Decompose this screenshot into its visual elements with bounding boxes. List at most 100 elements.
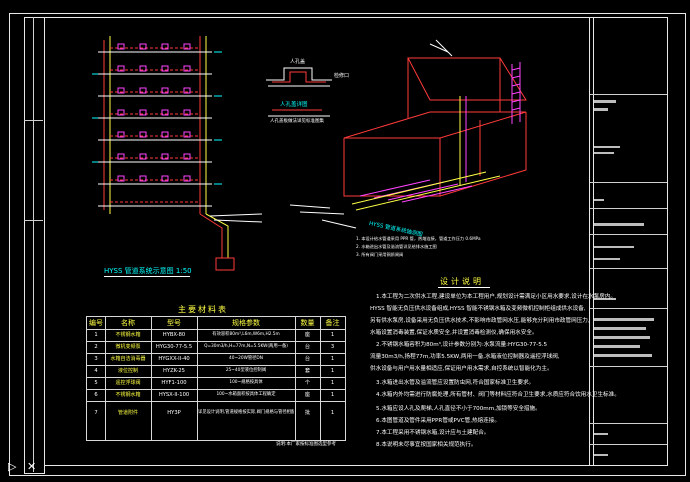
materials-table: 编号 名称 型号 规格参数 数量 备注 1 不锈钢水箱 HYBX-80 有效容积80m… — [86, 316, 346, 441]
materials-title: 主要材料表 — [178, 305, 228, 314]
title-block-bar — [594, 336, 650, 339]
note-line: 2.不锈钢水箱容积为80m³,设计参数分别为:水泵流量:HYG30-77-5.5 — [376, 342, 548, 348]
row-qty: 座 — [304, 332, 311, 338]
title-block-bar — [594, 152, 614, 154]
row-name: 水箱自洁消毒器 — [110, 356, 146, 362]
detail-subtitle: 人孔盖板做法详见标准图集 — [270, 119, 324, 124]
notes-body: 1.本工程为二次供水工程,建设单位为本工程用户,规划设计需满足小区用水要求,设计… — [370, 292, 620, 452]
origin-cross-icon: ✕ — [27, 460, 37, 473]
row-no: 7 — [94, 410, 98, 416]
row-qty: 台 — [304, 344, 311, 350]
note-line: 供水设备与用户用水量相适应,保证用户用水需求,自控系统以智能化为主。 — [370, 366, 553, 372]
row-qty: 个 — [304, 380, 311, 386]
col-header-note: 备注 — [325, 319, 340, 327]
row-qty: 批 — [304, 410, 311, 416]
note-line: 水箱设置消毒装置,保证水质安全,并设置消毒检测仪,确保用水安全。 — [370, 330, 538, 336]
row-spec: 100~规格按具体 — [229, 380, 263, 385]
col-header-name: 名称 — [121, 319, 135, 327]
note-line: 流量30m3/h,扬程77m,功率5.5KW,两用一备,水箱液位控制器及遥控浮球… — [370, 354, 560, 360]
title-block-bar — [594, 327, 646, 330]
binding-strip-tick — [24, 120, 43, 121]
insertion-arrow-icon: ▷ — [8, 460, 17, 473]
drawing-outer-border — [9, 13, 686, 476]
row-model: HYSX-II-100 — [158, 392, 190, 398]
riser-label-underline — [104, 276, 190, 277]
col-header-qty: 数量 — [300, 319, 315, 327]
row-spec: 有效容积80m³,L6m,W6m,H2.5m — [212, 332, 280, 337]
row-spec: Q=30m3/h,H=77m,N=5.5KW(两用一备) — [204, 344, 288, 349]
riser-diagram-label: HYSS 管道系统示意图 1:50 — [104, 267, 192, 275]
row-spec: 25~40型液位控制阀 — [225, 368, 267, 373]
row-model: HYGXX-II-40 — [158, 356, 190, 362]
row-model: HY3P — [167, 410, 181, 416]
iso-note: 1. 本设计给水管道采用 PPR 管，热熔连接，管道工作压力 0.6MPa — [356, 236, 481, 241]
row-no: 4 — [94, 368, 98, 374]
isometric-tank — [289, 39, 527, 229]
row-spec: 40~20W管径DN — [229, 356, 263, 361]
row-no: 2 — [94, 344, 98, 350]
title-block-bar — [594, 298, 616, 300]
title-block — [589, 17, 668, 466]
title-block-bar — [594, 246, 634, 248]
row-name: 不锈钢水箱 — [115, 332, 141, 338]
notes-title-underline — [438, 287, 490, 288]
row-note: 1 — [330, 332, 335, 338]
binding-strip-tick — [24, 220, 43, 221]
row-no: 6 — [94, 392, 98, 398]
title-block-bar — [594, 318, 654, 321]
row-no: 1 — [94, 332, 98, 338]
row-name: 液位控制 — [117, 368, 138, 374]
manhole-detail — [266, 67, 332, 117]
binding-strip-divider — [33, 17, 34, 472]
row-note: 1 — [330, 368, 335, 374]
note-line: 8.本说明未尽事宜按国家相关规范执行。 — [376, 442, 477, 448]
materials-footer: 说明:本厂家按标准图选型参考 — [276, 442, 337, 447]
title-block-bar — [594, 223, 644, 226]
title-block-bar — [594, 100, 616, 103]
title-block-bar — [594, 258, 620, 260]
iso-note: 3. 所有阀门采用铜质闸阀 — [356, 252, 404, 257]
row-note: 1 — [330, 380, 335, 386]
note-line: 7.本工程采用不锈钢水箱,设计应与土建配合。 — [376, 430, 490, 436]
detail-tag: 检修口 — [334, 73, 350, 79]
notes-title: 设计说明 — [440, 277, 484, 286]
note-line: 5.水箱应设人孔及爬梯,人孔直径不小于700mm,加锁等安全措施。 — [376, 406, 541, 412]
note-line: 6.本图管道及管件采用PPR管或PVC管,热熔连接。 — [376, 418, 500, 424]
row-model: HYG30-77-5.5 — [155, 344, 193, 350]
row-name: 微机变频泵 — [115, 344, 141, 350]
row-no: 3 — [94, 356, 98, 362]
row-note: 1 — [330, 410, 335, 416]
row-note: 3 — [330, 344, 335, 350]
title-block-bar — [594, 146, 620, 148]
col-header-no: 编号 — [89, 319, 103, 327]
row-model: HYZK-25 — [163, 368, 185, 374]
note-line: HYSS 智能无负压供水设备组成,HYSS 智能不锈钢水箱及变频微机控制柜组成供… — [370, 306, 586, 312]
row-note: 1 — [330, 392, 335, 398]
note-line: 3.水箱进出水管及溢流管应设置防虫网,符合国家标准卫生要求。 — [376, 380, 535, 386]
iso-note: 2. 水箱进出水管及溢流管详见给排水施工图 — [356, 244, 437, 249]
detail-tag: 人孔盖 — [290, 59, 306, 65]
title-block-bar — [594, 454, 608, 456]
detail-title: 人孔盖详图 — [280, 102, 308, 108]
title-block-bar — [594, 354, 652, 357]
col-header-model: 型号 — [167, 319, 181, 327]
note-line: 1.本工程为二次供水工程,建设单位为本工程用户,规划设计需满足小区用水要求,设计… — [376, 294, 617, 300]
title-block-bar — [594, 433, 608, 435]
row-model: HYBX-80 — [162, 332, 186, 338]
row-name: 管道附件 — [117, 410, 138, 416]
col-header-spec: 规格参数 — [232, 319, 260, 327]
row-note: 1 — [330, 356, 335, 362]
row-spec: 100~水箱面积按具体工程确定 — [216, 392, 276, 397]
row-no: 5 — [94, 380, 98, 386]
row-qty: 座 — [304, 392, 311, 398]
title-block-bar — [594, 199, 604, 201]
note-line: 4.水箱内外均需进行防腐处理,所有管材、阀门等材料应符合卫生要求,水质应符合饮用… — [376, 392, 620, 398]
row-qty: 套 — [304, 368, 311, 374]
row-spec: 详见设计说明,管道规格按实际,阀门规格与管径相配 — [198, 410, 294, 415]
note-line: 另有供水泵房,设备采用无负压供水技术,不影响市政管网水压,能够充分利用市政管网压… — [370, 318, 590, 324]
row-name: 遥控浮球阀 — [115, 380, 141, 386]
drawing-inner-border — [44, 17, 594, 466]
row-model: HYF1-100 — [161, 380, 187, 386]
riser-diagram — [92, 36, 263, 271]
